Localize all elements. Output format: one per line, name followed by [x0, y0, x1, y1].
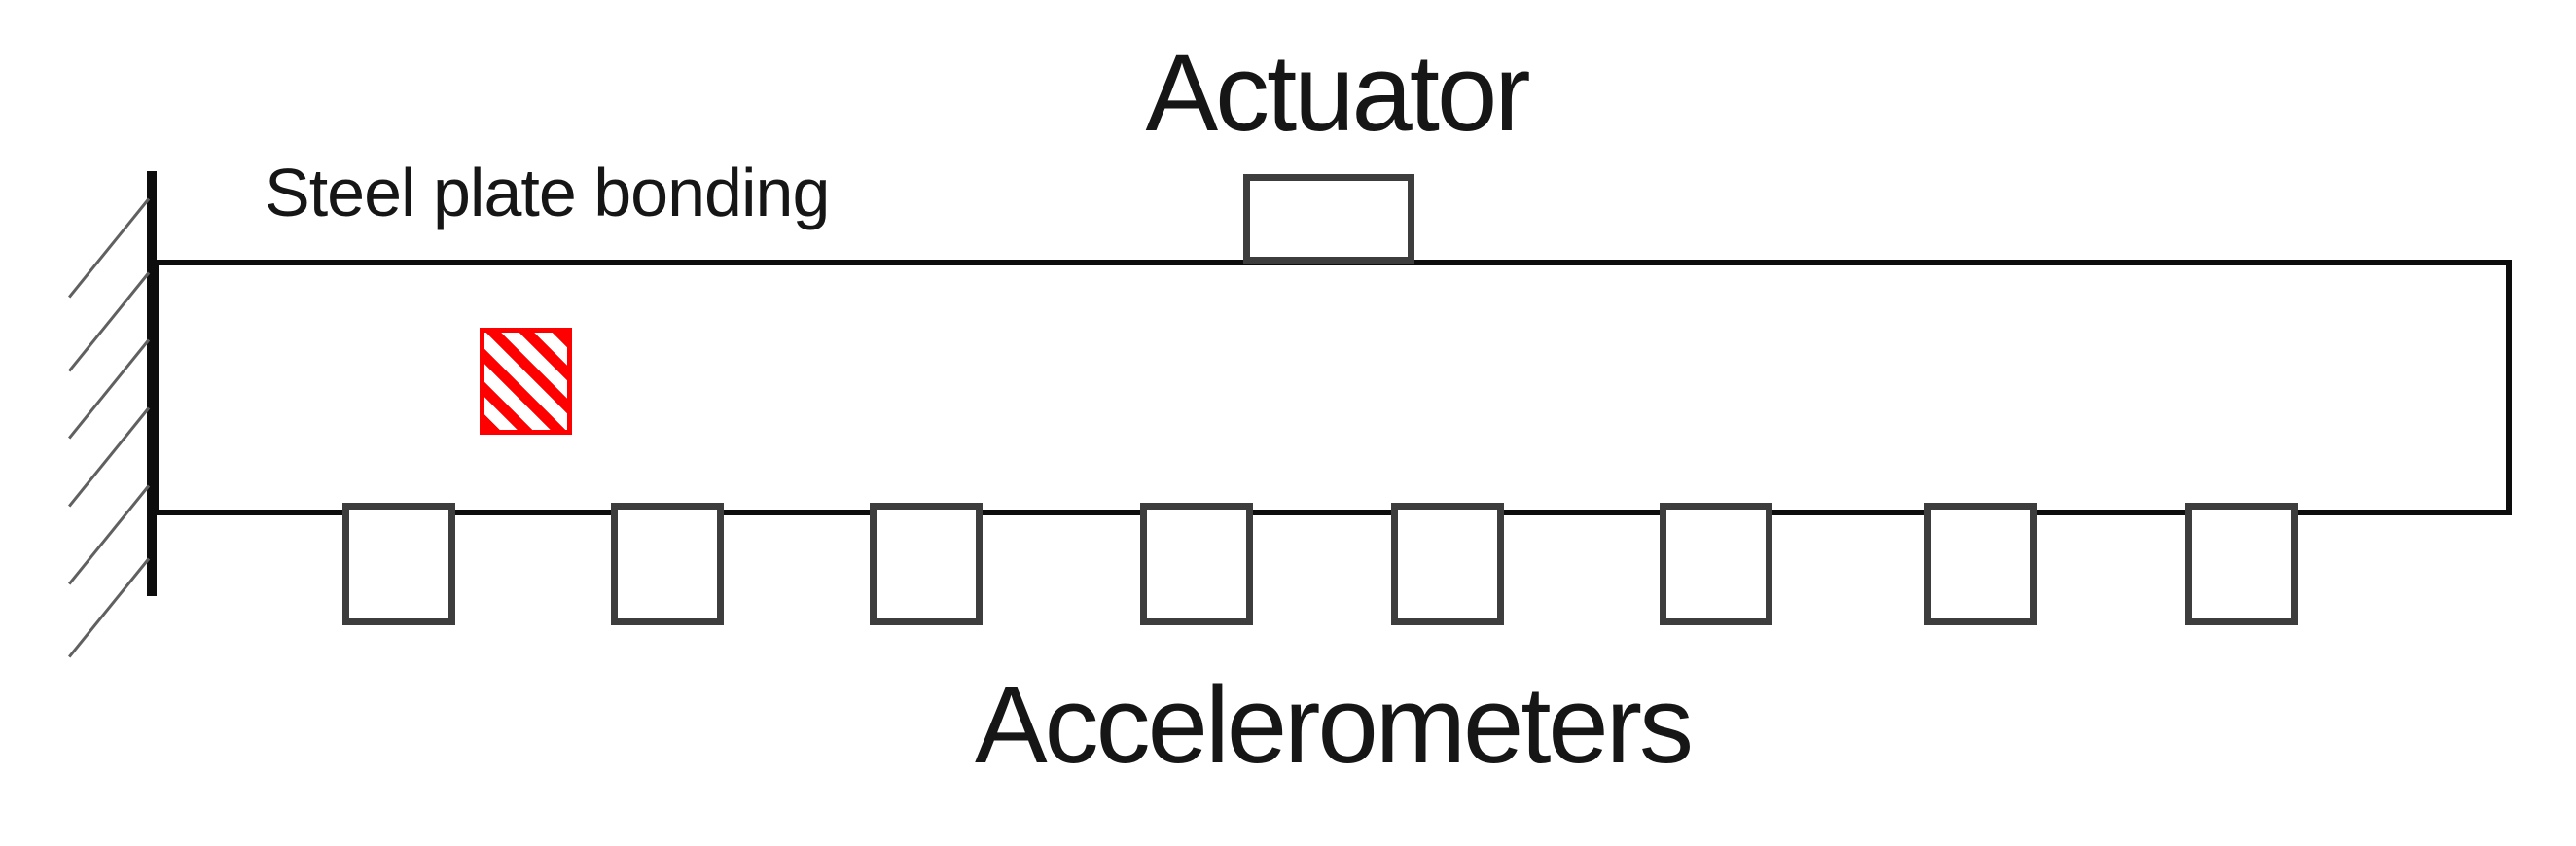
support-hatch-stroke — [68, 271, 151, 372]
red-hatched-damage-patch — [480, 328, 572, 435]
accelerometer-box — [1924, 503, 2037, 625]
support-hatch-stroke — [68, 557, 151, 658]
accelerometer-box — [1660, 503, 1772, 625]
accelerometer-box — [870, 503, 983, 625]
accelerometer-box — [2185, 503, 2298, 625]
accelerometer-box — [1140, 503, 1253, 625]
actuator-box — [1243, 174, 1414, 264]
actuator-label: Actuator — [1145, 32, 1530, 154]
fixed-support-wall-line — [147, 171, 157, 596]
accelerometer-box — [342, 503, 455, 625]
accelerometer-box — [611, 503, 724, 625]
steel-plate-bonding-label: Steel plate bonding — [265, 155, 830, 230]
accelerometers-label: Accelerometers — [974, 664, 1694, 786]
accelerometer-box — [1391, 503, 1504, 625]
